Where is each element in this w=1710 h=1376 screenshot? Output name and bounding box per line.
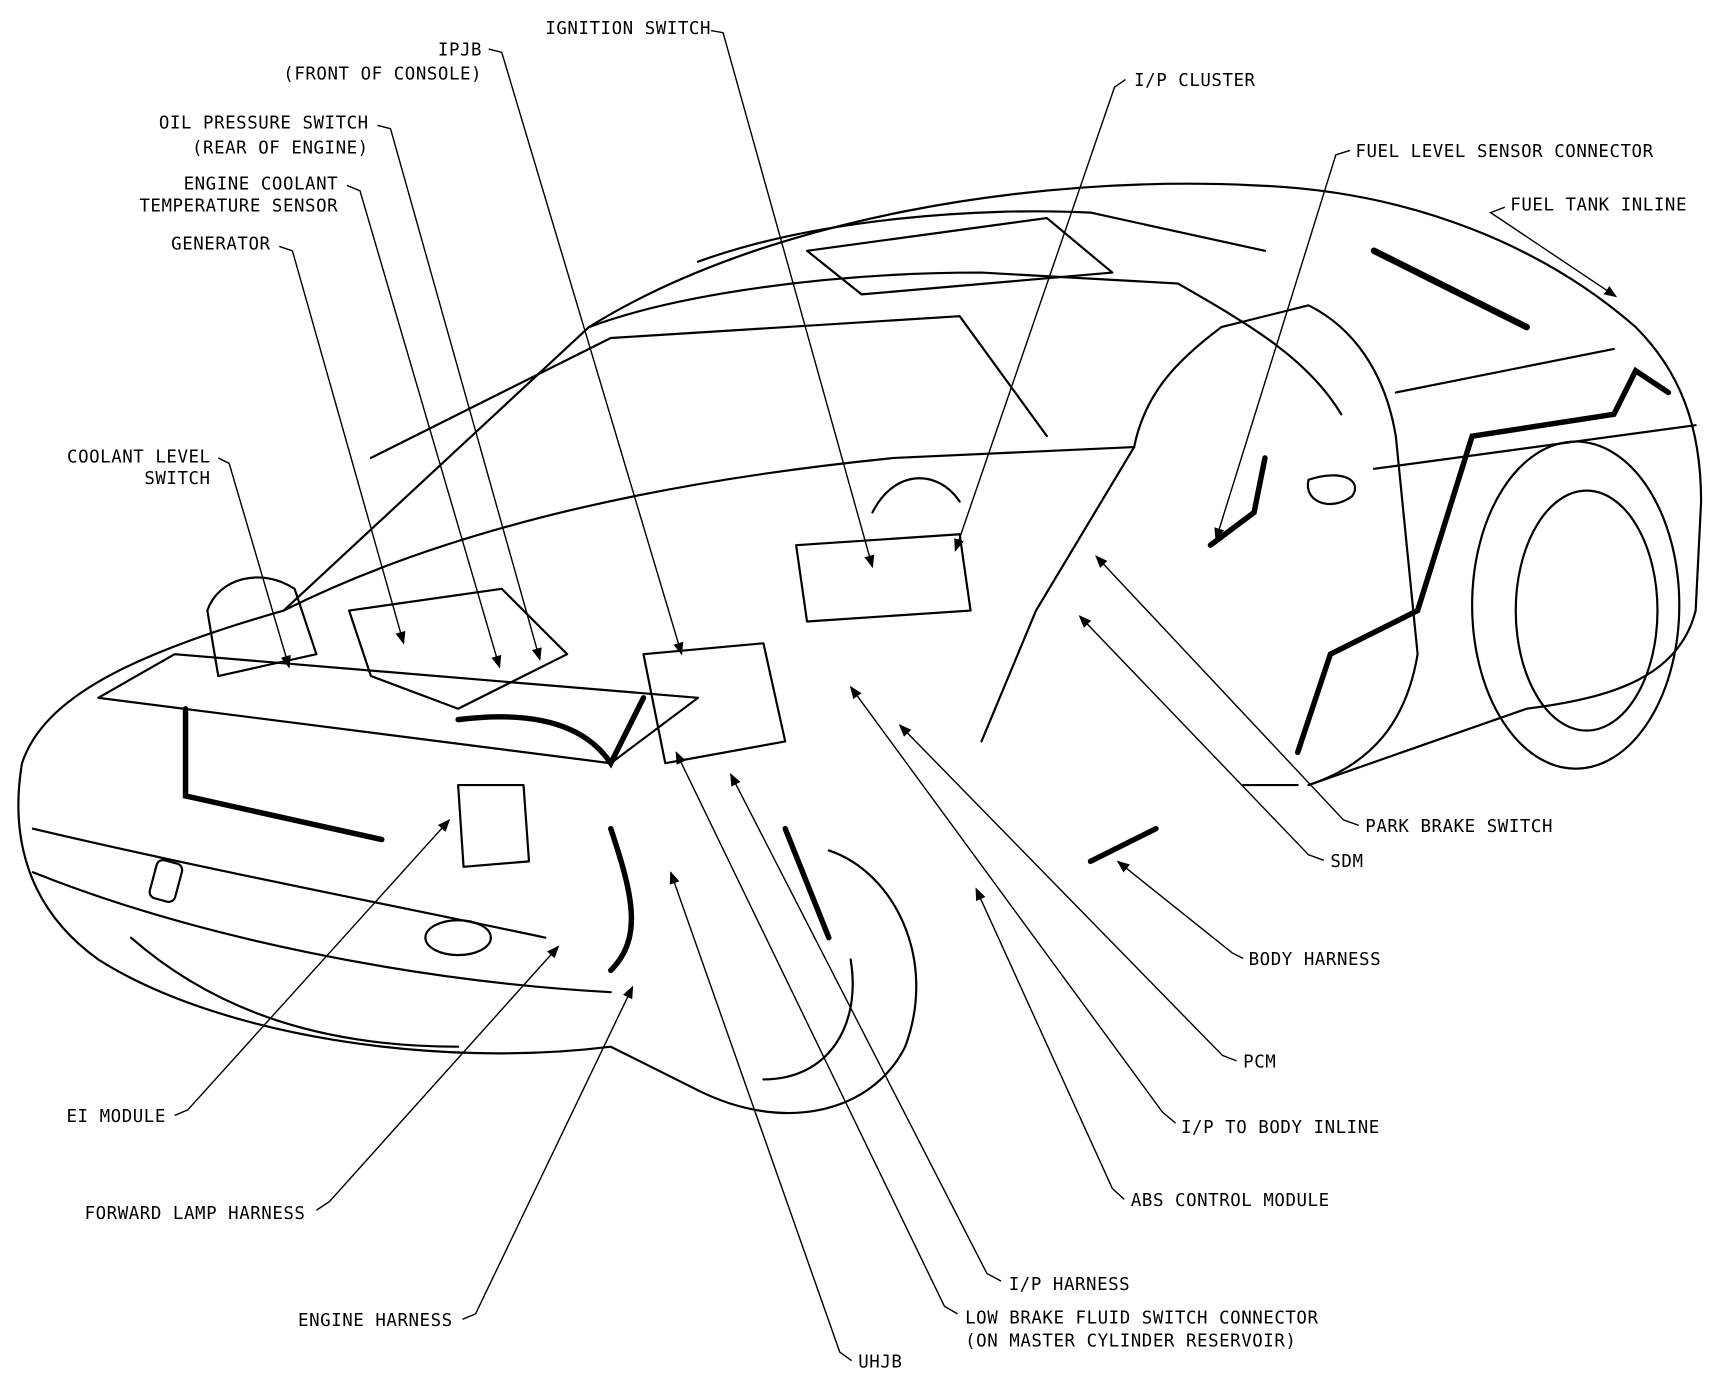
label-uhjb: UHJB <box>858 1352 902 1372</box>
label-abs-control-module: ABS CONTROL MODULE <box>1131 1191 1330 1211</box>
label-oil-pressure-location: (REAR OF ENGINE) <box>192 139 369 159</box>
label-temperature-sensor: TEMPERATURE SENSOR <box>139 197 338 217</box>
component-labels: IGNITION SWITCH IPJB (FRONT OF CONSOLE) … <box>67 19 1687 1372</box>
label-ipjb: IPJB <box>438 41 482 61</box>
car-illustration <box>17 182 1703 1115</box>
label-ip-cluster: I/P CLUSTER <box>1134 71 1255 91</box>
label-engine-harness: ENGINE HARNESS <box>298 1311 453 1331</box>
label-coolant-level: COOLANT LEVEL <box>67 447 211 467</box>
label-fuel-level-sensor: FUEL LEVEL SENSOR CONNECTOR <box>1355 142 1653 162</box>
label-ipjb-location: (FRONT OF CONSOLE) <box>283 65 482 85</box>
label-oil-pressure-switch: OIL PRESSURE SWITCH <box>159 114 369 134</box>
label-engine-coolant: ENGINE COOLANT <box>184 175 339 195</box>
label-pcm: PCM <box>1243 1052 1276 1072</box>
label-low-brake-fluid-switch: LOW BRAKE FLUID SWITCH CONNECTOR <box>965 1309 1318 1329</box>
label-generator: GENERATOR <box>171 235 270 255</box>
label-ip-harness: I/P HARNESS <box>1009 1275 1130 1295</box>
label-park-brake-switch: PARK BRAKE SWITCH <box>1365 817 1553 837</box>
label-low-brake-fluid-location: (ON MASTER CYLINDER RESERVOIR) <box>965 1332 1296 1352</box>
label-coolant-switch: SWITCH <box>144 469 210 489</box>
label-ip-to-body-inline: I/P TO BODY INLINE <box>1181 1118 1380 1138</box>
label-ei-module: EI MODULE <box>67 1107 166 1127</box>
label-forward-lamp-harness: FORWARD LAMP HARNESS <box>85 1204 306 1224</box>
label-body-harness: BODY HARNESS <box>1249 950 1382 970</box>
label-fuel-tank-inline: FUEL TANK INLINE <box>1510 195 1687 215</box>
label-sdm: SDM <box>1330 852 1363 872</box>
leader-lines <box>174 29 1618 1362</box>
label-ignition-switch: IGNITION SWITCH <box>545 19 711 39</box>
